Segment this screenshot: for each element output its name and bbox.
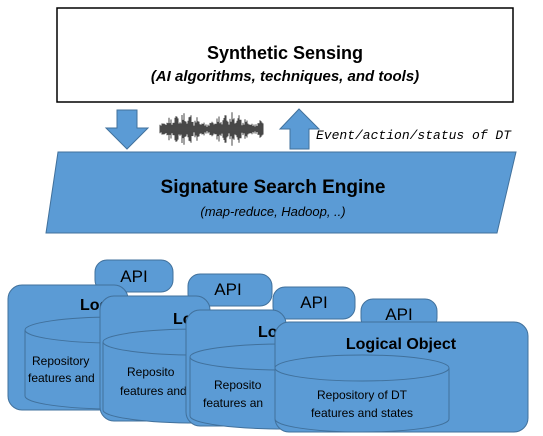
repository-label-line2: features and states [311, 406, 413, 420]
repository-label-line2: features and [28, 371, 95, 385]
api-label: API [300, 293, 327, 312]
api-label: API [214, 280, 241, 299]
repository-label-line2: features an [203, 396, 263, 410]
api-tab [94, 259, 174, 293]
search-engine-subtitle: (map-reduce, Hadoop, ..) [200, 204, 345, 219]
logical-object-card: API Lo Reposito features an [185, 286, 356, 430]
search-engine-title: Signature Search Engine [161, 177, 386, 198]
api-label: API [385, 305, 412, 324]
event-status-label: Event/action/status of DT [316, 128, 512, 143]
repository-cylinder [189, 343, 286, 430]
repository-label-line1: Repository of DT [317, 388, 408, 402]
signature-search-engine: Signature Search Engine (map-reduce, Had… [45, 151, 517, 234]
synthetic-sensing-subtitle: (AI algorithms, techniques, and tools) [151, 68, 419, 85]
audio-waveform-icon [157, 109, 266, 149]
synthetic-sensing-title: Synthetic Sensing [207, 43, 363, 63]
repository-label-line1: Repository [32, 354, 89, 368]
arrow-up-icon [278, 108, 321, 150]
repository-label-line1: Reposito [214, 378, 262, 392]
logical-object-title: Logical Object [346, 336, 457, 353]
repository-label-line1: Reposito [127, 365, 175, 379]
logical-object-title: Lo [258, 324, 278, 341]
api-label: API [120, 267, 147, 286]
api-tab [187, 273, 273, 307]
repository-cylinder [274, 354, 450, 433]
logical-object-card: API Lo Reposito features and [99, 273, 273, 424]
waveform-trace [159, 112, 264, 146]
synthetic-sensing-box: Synthetic Sensing (AI algorithms, techni… [56, 7, 514, 103]
api-tab [272, 286, 356, 320]
logical-object-card: API Logical Object Repository of DT feat… [274, 298, 529, 433]
repository-label-line2: features and [120, 384, 187, 398]
arrow-down-icon [104, 109, 150, 150]
